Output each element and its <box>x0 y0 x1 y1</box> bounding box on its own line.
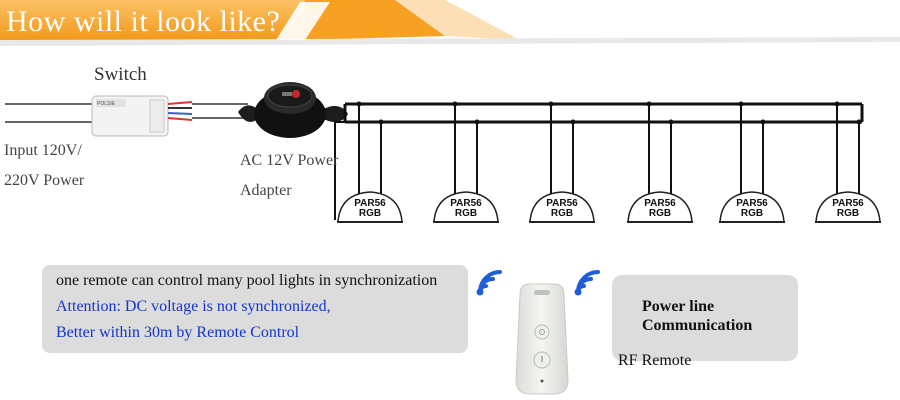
wire-junction <box>646 101 652 107</box>
wire-junction <box>856 119 862 125</box>
sync-info-panel: one remote can control many pool lights … <box>42 265 468 353</box>
wire-junction <box>474 119 480 125</box>
wire-junction <box>548 101 554 107</box>
header-banner: How will it look like? <box>0 0 900 48</box>
pool-light-dome <box>719 191 785 223</box>
switch-label: Switch <box>94 64 147 85</box>
input-power-label-line-2: 220V Power <box>4 172 85 189</box>
sync-info-line-3: Better within 30m by Remote Control <box>56 324 300 341</box>
switch-wires <box>167 101 193 121</box>
input-power-label-line-1: Input 120V/ <box>4 142 82 159</box>
power-button-icon <box>533 351 551 369</box>
wire-junction <box>834 101 840 107</box>
wire-junction <box>452 101 458 107</box>
remote-body <box>515 283 569 395</box>
adapter-label: AC 12V Power Adapter <box>240 146 370 206</box>
pool-light-dome <box>529 191 595 223</box>
power-bus <box>343 102 864 124</box>
wifi-signal-icon <box>476 270 502 296</box>
pool-light-rgb-label: RGB <box>359 208 381 219</box>
pool-light-rgb-label: RGB <box>837 208 859 219</box>
pool-light-rgb-label: RGB <box>741 208 763 219</box>
pool-light-model-label: PAR56 <box>354 198 386 209</box>
pool-light-model-label: PAR56 <box>546 198 578 209</box>
pool-light-model-label: PAR56 <box>644 198 676 209</box>
power-line-communication-text: Power line Communication <box>642 297 792 335</box>
input-power-label: Input 120V/ 220V Power <box>4 136 114 196</box>
rf-remote <box>470 250 620 400</box>
wire-junction <box>378 119 384 125</box>
pool-light-model-label: PAR56 <box>736 198 768 209</box>
pool-light-dome <box>337 191 403 223</box>
rf-remote-label: RF Remote <box>618 352 692 369</box>
switch-module-text: POLSIE <box>97 101 116 107</box>
wire-junction <box>356 101 362 107</box>
switch-module: POLSIE <box>91 95 193 137</box>
pool-light-dome <box>433 191 499 223</box>
wire-junction <box>760 119 766 125</box>
banner-background <box>0 0 900 46</box>
pool-light-dome <box>815 191 881 223</box>
pool-light-model-label: PAR56 <box>832 198 864 209</box>
input-wires <box>5 103 92 123</box>
sync-info-line-2: Attention: DC voltage is not synchronize… <box>56 298 331 315</box>
power-line-communication-panel: Power line Communication <box>612 275 798 361</box>
pool-light-model-label: PAR56 <box>450 198 482 209</box>
pool-light-rgb-label: RGB <box>649 208 671 219</box>
banner-title: How will it look like? <box>6 5 281 38</box>
sync-info-line-1: one remote can control many pool lights … <box>56 272 438 289</box>
ac-power-adapter <box>238 82 348 138</box>
pool-light-rgb-label: RGB <box>455 208 477 219</box>
light-drops: PAR56RGBPAR56RGBPAR56RGBPAR56RGBPAR56RGB… <box>337 101 881 223</box>
wire-junction <box>570 119 576 125</box>
plc-line-1: Power line <box>642 298 715 315</box>
wire-junction <box>738 101 744 107</box>
wire-junction <box>668 119 674 125</box>
pool-light-dome <box>627 191 693 223</box>
switch-to-adapter-wires <box>192 103 248 119</box>
adapter-label-line-2: Adapter <box>240 182 292 199</box>
pool-light-rgb-label: RGB <box>551 208 573 219</box>
wifi-signal-icon <box>574 270 600 296</box>
adapter-label-line-1: AC 12V Power <box>240 152 339 169</box>
bus-side-lead <box>334 121 345 220</box>
plc-line-2: Communication <box>642 317 753 334</box>
